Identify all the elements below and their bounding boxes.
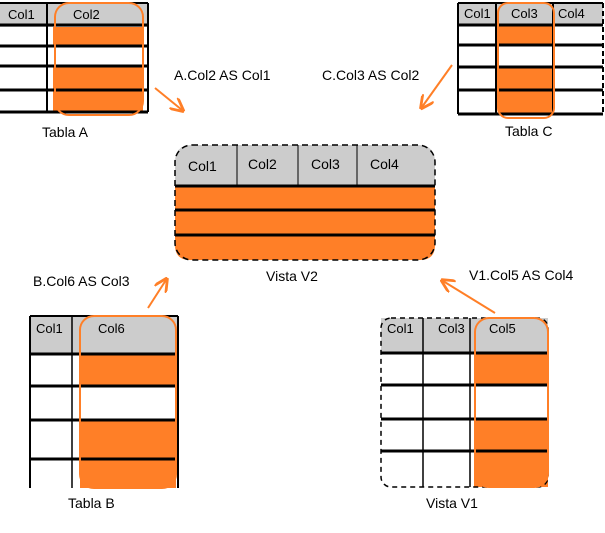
tabla-a: Col1 Col2 Tabla A [0, 2, 149, 140]
tabla-b-label: Tabla B [68, 495, 115, 511]
arrow-b-to-v2 [147, 280, 166, 309]
tabla-c-col3-highlight [497, 2, 555, 119]
arrow-c-to-v2 [422, 64, 453, 107]
vista-v1-header-col5: Col5 [489, 321, 516, 336]
arrow-v1-to-v2 [443, 281, 496, 314]
vista-v1-label: Vista V1 [426, 495, 478, 511]
tabla-b-header-col6: Col6 [98, 321, 125, 336]
vista-v2-header-col3: Col3 [311, 156, 340, 172]
tabla-c-header-col3: Col3 [511, 6, 538, 21]
tabla-a-col2-highlight [54, 2, 144, 116]
vista-v2-border [174, 144, 436, 261]
tabla-b: Col1 Col6 Tabla B [29, 315, 179, 511]
tabla-c-header-col1: Col1 [464, 6, 491, 21]
vista-v1-col5-highlight [474, 317, 549, 488]
vista-v2-header-col2: Col2 [248, 156, 277, 172]
mapping-c-to-v2: C.Col3 AS Col2 [322, 67, 419, 83]
vista-v1-header-col3: Col3 [438, 321, 465, 336]
tabla-a-label: Tabla A [42, 124, 89, 140]
vista-v2: Col1 Col2 Col3 Col4 Vista V2 [174, 144, 436, 284]
tabla-c-header-col4: Col4 [558, 6, 585, 21]
tabla-b-header [30, 316, 178, 354]
vista-v2-header [175, 145, 435, 185]
arrow-a-to-v2 [154, 87, 182, 110]
mapping-v1-to-v2: V1.Col5 AS Col4 [469, 267, 573, 283]
tabla-a-header-col2: Col2 [73, 7, 100, 22]
vista-v1-header [381, 318, 548, 353]
vista-v2-header-col1: Col1 [188, 158, 217, 174]
tabla-c-label: Tabla C [505, 123, 552, 139]
vista-v2-label: Vista V2 [266, 268, 318, 284]
tabla-c-header [458, 3, 603, 25]
vista-v1-header-col1: Col1 [387, 321, 414, 336]
vista-v2-header-col4: Col4 [370, 156, 399, 172]
tabla-c: Col1 Col3 Col4 Tabla C [457, 2, 604, 139]
tabla-b-col6-highlight [79, 315, 177, 489]
mapping-a-to-v2: A.Col2 AS Col1 [174, 67, 271, 83]
tabla-a-header [0, 3, 148, 27]
mapping-b-to-v2: B.Col6 AS Col3 [33, 273, 130, 289]
tabla-a-header-col1: Col1 [8, 7, 35, 22]
vista-v1: Col1 Col3 Col5 Vista V1 [380, 317, 549, 511]
tabla-b-header-col1: Col1 [36, 321, 63, 336]
